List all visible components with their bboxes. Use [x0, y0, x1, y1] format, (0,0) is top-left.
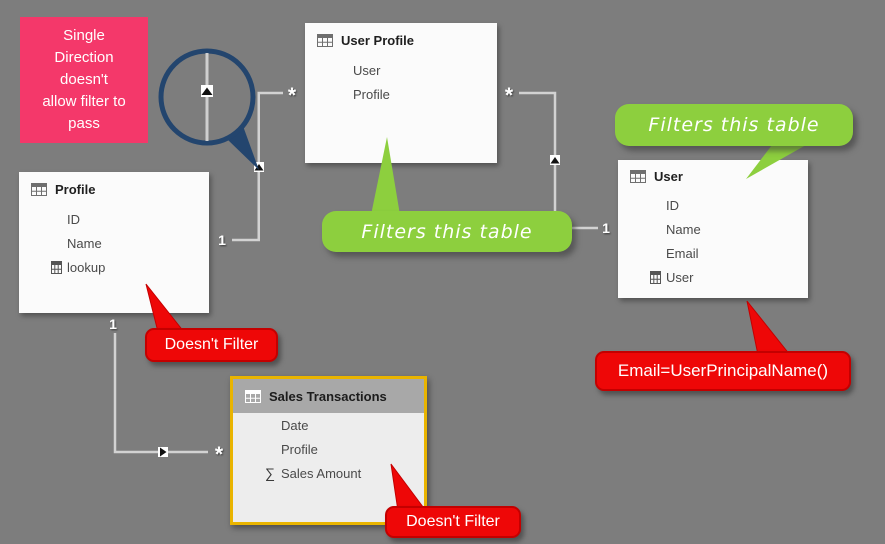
- table-title-text: Sales Transactions: [269, 388, 387, 404]
- field-email[interactable]: Email: [618, 241, 808, 265]
- field-profile[interactable]: Profile: [233, 437, 424, 461]
- callout-text: Filters this table: [648, 114, 820, 136]
- field-label: Email: [666, 245, 699, 261]
- sigma-icon: ∑: [265, 465, 275, 481]
- red-callout-doesnt-filter-sales: Doesn't Filter: [385, 506, 521, 538]
- table-profile-title: Profile: [19, 172, 209, 207]
- field-id[interactable]: ID: [19, 207, 209, 231]
- cardinality-one-label: 1: [218, 232, 226, 248]
- filter-direction-arrow: [550, 155, 560, 165]
- field-sales-amount[interactable]: ∑ Sales Amount: [233, 461, 424, 485]
- table-title-text: User Profile: [341, 33, 414, 48]
- cardinality-many-label: *: [288, 84, 297, 107]
- pink-note-line: Direction: [54, 49, 114, 66]
- callout-text: Email=UserPrincipalName(): [617, 361, 829, 380]
- field-label: Name: [666, 221, 701, 237]
- table-sales-transactions-title: Sales Transactions: [233, 379, 424, 413]
- relationship-profile-sales[interactable]: 1 *: [109, 316, 224, 466]
- red-callout-doesnt-filter-profile: Doesn't Filter: [145, 328, 278, 362]
- field-label: User: [666, 269, 694, 285]
- field-date[interactable]: Date: [233, 413, 424, 437]
- field-user[interactable]: User: [305, 58, 497, 82]
- callout-text: Doesn't Filter: [406, 513, 500, 530]
- callout-text: Filters this table: [361, 220, 533, 243]
- table-user-profile[interactable]: User Profile User Profile: [305, 23, 497, 163]
- table-grid-icon: [31, 183, 47, 196]
- green-callout-filters-user: Filters this table: [615, 104, 853, 146]
- field-label: Date: [281, 417, 309, 433]
- table-profile[interactable]: Profile ID Name lookup: [19, 172, 209, 313]
- pink-note-line: allow filter to: [42, 93, 126, 110]
- filter-direction-arrow: [158, 447, 168, 457]
- field-label: Name: [67, 235, 102, 251]
- field-lookup[interactable]: lookup: [19, 255, 209, 279]
- calculated-column-icon: [644, 270, 666, 284]
- table-title-text: Profile: [55, 182, 96, 197]
- cardinality-many-label: *: [215, 443, 224, 466]
- cardinality-many-label: *: [505, 84, 514, 107]
- field-profile[interactable]: Profile: [305, 82, 497, 106]
- table-sales-transactions[interactable]: Sales Transactions Date Profile ∑ Sales …: [230, 376, 427, 525]
- field-id[interactable]: ID: [618, 193, 808, 217]
- pink-note-line: pass: [68, 115, 100, 132]
- table-title-text: User: [654, 169, 683, 184]
- filter-direction-arrow: [254, 162, 264, 172]
- pink-note: Single Direction doesn't allow filter to…: [20, 17, 148, 143]
- table-grid-icon: [630, 170, 646, 183]
- field-label: lookup: [67, 259, 106, 275]
- field-user[interactable]: User: [618, 265, 808, 289]
- field-label: Profile: [281, 441, 318, 457]
- calculated-column-icon: [45, 260, 67, 274]
- field-label: ID: [666, 197, 679, 213]
- relationship-profile-userprofile[interactable]: 1 *: [218, 84, 297, 248]
- cardinality-one-label: 1: [602, 220, 610, 236]
- table-user[interactable]: User ID Name Email User: [618, 160, 808, 298]
- callout-text: Doesn't Filter: [164, 336, 259, 353]
- field-label: Sales Amount: [281, 465, 362, 481]
- red-callout-email-formula: Email=UserPrincipalName(): [595, 351, 851, 391]
- pink-note-line: Single: [63, 27, 105, 44]
- field-label: Profile: [353, 86, 390, 102]
- field-name[interactable]: Name: [618, 217, 808, 241]
- field-name[interactable]: Name: [19, 231, 209, 255]
- green-callout-filters-userprofile: Filters this table: [322, 211, 572, 252]
- table-user-title: User: [618, 160, 808, 193]
- table-user-profile-title: User Profile: [305, 23, 497, 58]
- table-grid-icon: [317, 34, 333, 47]
- pink-note-line: doesn't: [60, 71, 108, 88]
- field-label: User: [353, 62, 381, 78]
- table-grid-icon: [245, 389, 261, 403]
- cardinality-one-label: 1: [109, 316, 117, 332]
- field-label: ID: [67, 211, 80, 227]
